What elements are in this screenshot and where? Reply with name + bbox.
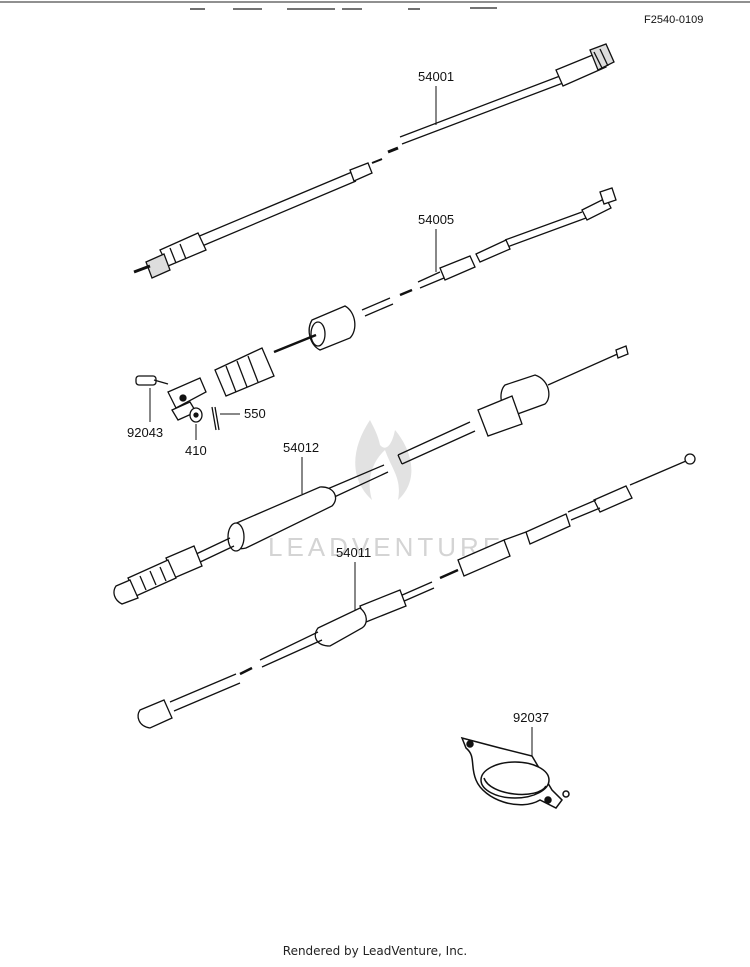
- figure-code: F2540-0109: [644, 14, 703, 26]
- watermark-text: LEADVENTURE: [268, 532, 504, 562]
- label-54005: 54005: [418, 212, 454, 227]
- label-92043: 92043: [127, 425, 163, 440]
- clamp-92037: [460, 736, 570, 809]
- label-92037: 92037: [513, 710, 549, 725]
- cable-54001: [133, 43, 615, 279]
- cable-54012: [113, 345, 629, 605]
- pin-92043: [135, 375, 169, 386]
- label-410: 410: [185, 443, 207, 458]
- footer-credit: Rendered by LeadVenture, Inc.: [282, 944, 468, 958]
- label-550: 550: [244, 406, 266, 421]
- cotter-pin-550: [211, 406, 220, 431]
- leaders-small-parts: [149, 388, 240, 440]
- cable-54011: [137, 453, 696, 729]
- cable-54005: [167, 187, 617, 421]
- top-border-marks: [0, 1, 750, 10]
- washer-410: [189, 407, 203, 423]
- label-54001: 54001: [418, 69, 454, 84]
- label-54011: 54011: [336, 545, 371, 560]
- label-54012: 54012: [283, 440, 319, 455]
